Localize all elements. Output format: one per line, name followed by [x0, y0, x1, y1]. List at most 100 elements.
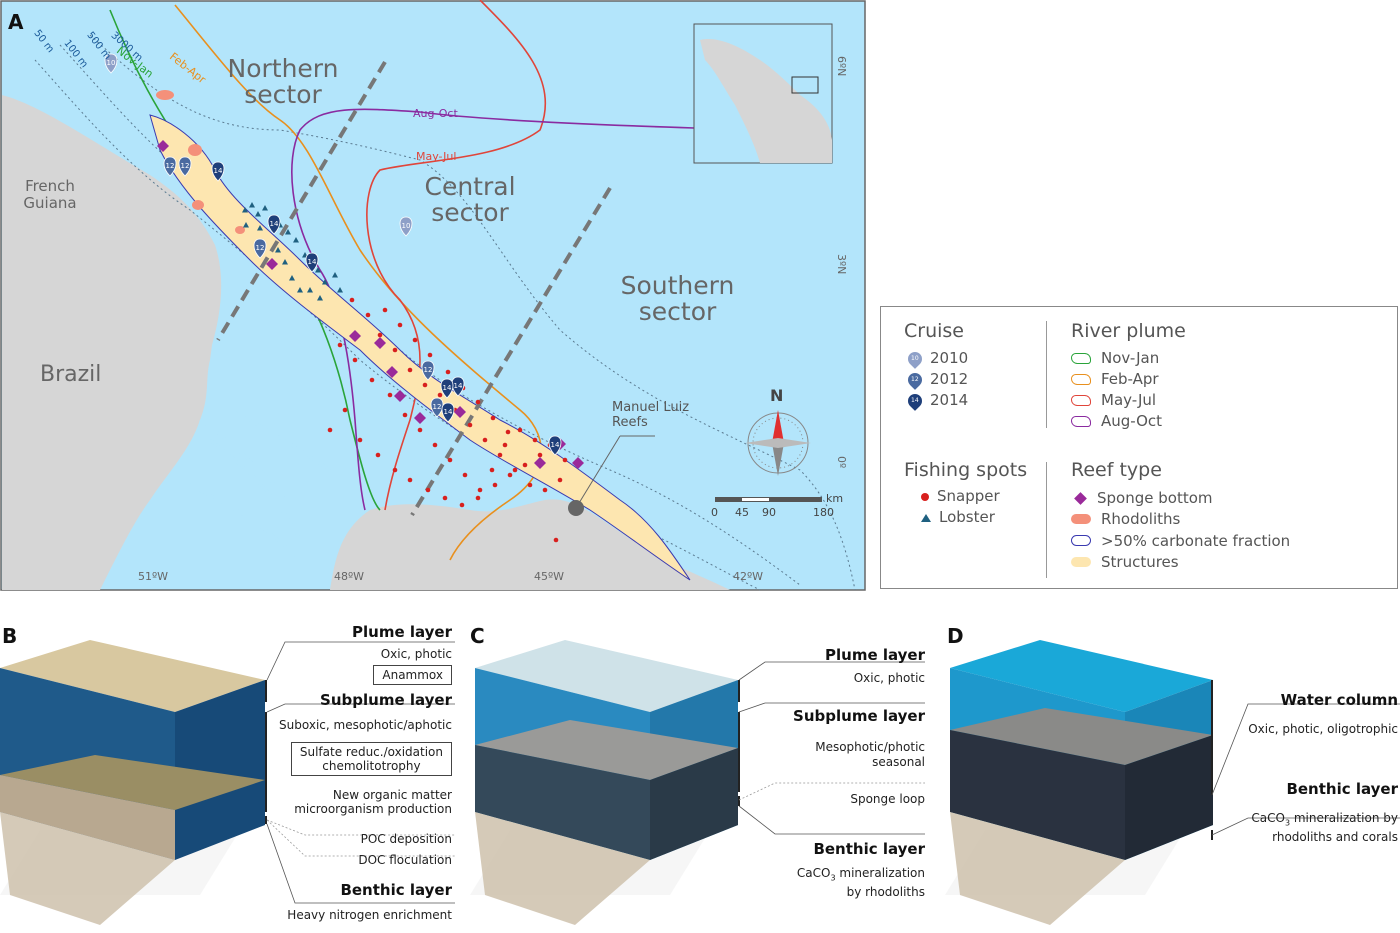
plume-aug-oct — [291, 108, 695, 511]
reefs-leader — [575, 435, 621, 509]
panel-b-leaders — [266, 641, 455, 904]
cruise-pin-label: 14 — [454, 382, 463, 390]
d-benthic-line-1: CaCO3 mineralization by — [1251, 811, 1398, 830]
cruise-pin-label: 14 — [443, 384, 452, 392]
lat-6: 6ºN — [835, 56, 848, 77]
snapper-dot-icon — [921, 493, 929, 501]
cruise-pin-label: 10 — [402, 222, 411, 230]
cruise-pin-icon: 12 — [905, 369, 925, 390]
b-plume-title: Plume layer — [352, 623, 452, 641]
snapper-spot — [497, 452, 503, 458]
plume-outline-icon — [1071, 374, 1091, 385]
snapper-spot — [505, 429, 511, 435]
snapper-spot — [402, 412, 408, 418]
snapper-spot — [537, 452, 543, 458]
panel-a-letter: A — [8, 10, 24, 34]
b-plume-desc: Oxic, photic — [380, 647, 452, 661]
french-guiana-label: French Guiana — [20, 178, 80, 212]
cruise-pin-label: 14 — [551, 441, 560, 449]
cruise-pin-icon — [178, 156, 192, 177]
sponge-bottom — [157, 140, 169, 152]
cruise-pin-icon: 14 — [905, 390, 925, 411]
bracket — [265, 680, 267, 702]
b-doc: DOC floculation — [358, 853, 452, 867]
snapper-spot — [357, 437, 363, 443]
lobster-spot — [322, 279, 328, 285]
snapper-spot — [387, 392, 393, 398]
cruise-pin-icon — [451, 376, 465, 397]
subplume-line: seasonal — [872, 755, 925, 769]
snapper-spot — [489, 467, 495, 473]
snapper-spot — [392, 467, 398, 473]
compass-icon — [745, 410, 811, 476]
cruise-pin-label: 10 — [911, 354, 919, 362]
cruise-pin-label: 12 — [433, 403, 442, 411]
cruise-pin-label: 12 — [256, 244, 265, 252]
snapper-spot — [417, 427, 423, 433]
plume-may-jul-label: May-Jul — [416, 150, 457, 163]
legend-label: Lobster — [939, 508, 995, 526]
lobster-spot — [293, 237, 299, 243]
scale-bar — [715, 497, 822, 502]
box-line: Sulfate reduc./oxidation — [299, 745, 443, 759]
cruise-pin-label: 12 — [181, 162, 190, 170]
snapper-spot — [475, 399, 481, 405]
snapper-spot — [553, 537, 559, 543]
divider-north-central — [216, 60, 387, 342]
cruise-pin-icon — [104, 53, 118, 74]
cruise-marker: 14 — [305, 252, 319, 273]
reefs-line: Reefs — [612, 415, 648, 430]
d-water-desc: Oxic, photic, oligotrophic — [1248, 722, 1398, 736]
c-subplume-desc: Mesophotic/photic seasonal — [815, 740, 925, 770]
snapper-spot — [522, 462, 528, 468]
caco-subscript: 3 — [1284, 818, 1291, 828]
lobster-spot — [257, 225, 263, 231]
land-north — [2, 95, 222, 590]
panel-b-letter: B — [2, 624, 18, 648]
cruise-marker: 10 — [104, 53, 118, 74]
caco-text: CaCO — [796, 866, 831, 880]
snapper-spot — [492, 482, 498, 488]
lobster-spot — [289, 275, 295, 281]
lobster-spot — [337, 287, 343, 293]
lobster-spot — [249, 202, 255, 208]
cruise-pin-label: 14 — [270, 220, 279, 228]
legend-plume-item: Aug-Oct — [1071, 412, 1162, 430]
cruise-pin-label: 14 — [444, 408, 453, 416]
cruise-pin-icon — [305, 252, 319, 273]
lon-48: 48ºW — [334, 570, 365, 583]
cruise-pin-icon — [548, 435, 562, 456]
snapper-spot — [377, 332, 383, 338]
plume-outline-icon — [1071, 395, 1091, 406]
central-sector-label: Central sector — [405, 174, 535, 226]
organic-line: microorganism production — [294, 802, 452, 816]
b-benthic-desc: Heavy nitrogen enrichment — [287, 908, 452, 922]
scale-90: 90 — [762, 506, 776, 519]
legend-label: 2010 — [930, 349, 969, 367]
lat-3: 3ºN — [835, 254, 848, 275]
snapper-spot — [407, 367, 413, 373]
snapper-spot — [422, 382, 428, 388]
snapper-spot — [517, 427, 523, 433]
legend-cruise-item: 10 2010 — [905, 348, 969, 369]
legend-label: Feb-Apr — [1101, 370, 1159, 388]
sponge-bottom — [374, 337, 386, 349]
snapper-spot — [412, 337, 418, 343]
sector-line: Northern — [227, 54, 339, 83]
snapper-spot — [327, 427, 333, 433]
legend-label: 2012 — [930, 370, 969, 388]
bracket — [265, 712, 267, 812]
c-plume-title: Plume layer — [825, 646, 925, 664]
legend-sponge: Sponge bottom — [1074, 489, 1213, 507]
cruise-pin-icon — [399, 216, 413, 237]
lobster-spot — [282, 259, 288, 265]
legend-structures: Structures — [1071, 553, 1179, 571]
reefs-line: Manuel Luiz — [612, 400, 690, 415]
snapper-spot — [462, 472, 468, 478]
lobster-spot — [297, 287, 303, 293]
snapper-spot — [482, 437, 488, 443]
sector-line: Central — [424, 172, 516, 201]
c-benthic-line-1: CaCO3 mineralization — [797, 866, 925, 885]
cruise-marker: 14 — [451, 376, 465, 397]
